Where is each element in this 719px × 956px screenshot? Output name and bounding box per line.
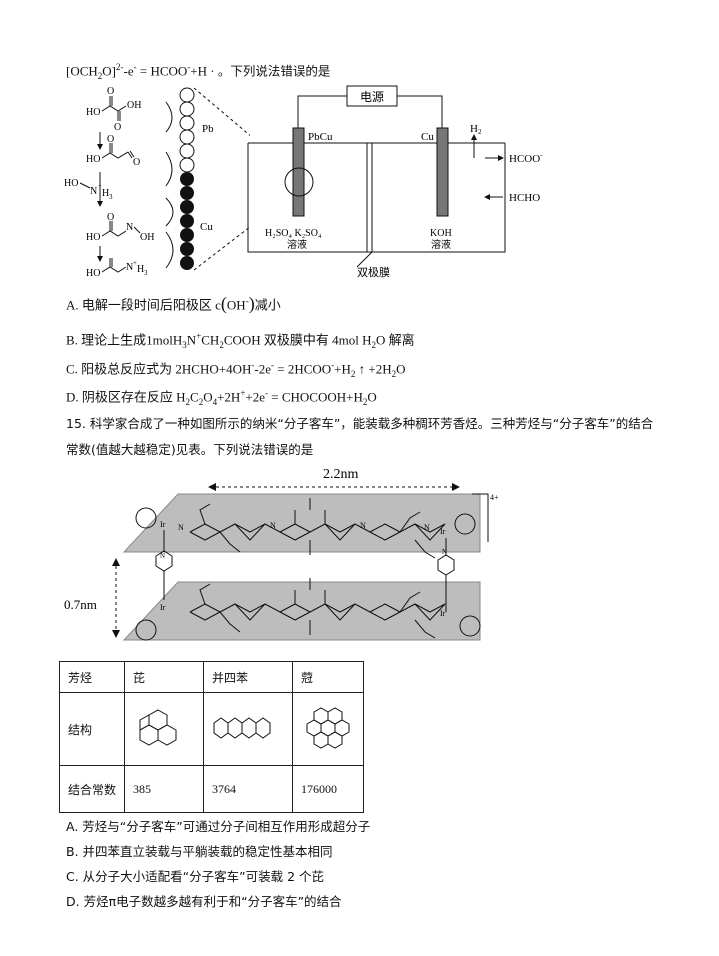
svg-text:N: N [442,548,447,556]
cu-cathode-label: Cu [421,131,434,143]
q15-option-a: A. 芳烃与“分子客车”可通过分子间相互作用形成超分子 [66,819,371,834]
q14-prompt: 。下列说法错误的是 [217,63,331,79]
cu-label: Cu [200,221,213,233]
pyrene-structure-icon [139,708,177,746]
svg-text:HO: HO [64,178,78,189]
coronene-structure-icon [306,706,350,749]
svg-text:O: O [107,86,114,97]
hcoo-label: HCOO- [509,151,543,165]
q14-option-a: A. 电解一段时间后阳极区 c(OH-)减小 [66,293,281,314]
svg-text:+: + [98,182,102,190]
hydroxylamine-molecule: HO N + H 3 [64,178,113,201]
svg-text:+: + [133,259,137,267]
svg-text:Ir: Ir [440,609,446,618]
right-solution-formula: KOH [430,228,452,239]
membrane-label: 双极膜 [357,265,390,279]
col-tetracene: 并四苯 [203,661,293,693]
svg-text:HO: HO [86,154,100,165]
svg-text:O: O [114,122,121,133]
upper-plane [122,493,481,553]
pbcu-electrode [292,127,305,217]
oxime-molecule: HO O N OH [86,212,154,243]
q15-stem-line2: 常数(值越大越稳定)见表。下列说法错误的是 [66,442,314,457]
svg-text:3: 3 [109,193,113,201]
cu-beads [180,172,194,270]
svg-text:N: N [360,521,366,530]
binding-constants-table: 芳烃 芘 并四苯 蒄 结构 [59,661,364,813]
col-pyrene: 芘 [124,661,204,693]
svg-text:3: 3 [144,269,148,277]
q15-option-b: B. 并四苯直立装载与平躺装载的稳定性基本相同 [66,844,333,859]
q14-option-b: B. 理论上生成1molH3N+CH2COOH 双极膜中有 4mol H2O 解… [66,331,415,350]
svg-text:HO: HO [86,232,100,243]
tetracene-structure-icon [213,716,271,739]
svg-text:N: N [126,222,133,233]
electrolytic-cell: 电源 双极膜 PbCu Cu H2 HCOO- HCHO H₂SO₄ K₂SO₄… [247,85,543,279]
glycine-molecule: HO N + H 3 [86,258,148,279]
width-dimension-label: 2.2nm [323,467,359,482]
svg-text:H: H [102,188,109,199]
q14-option-d: D. 阴极区存在反应 H2C2O4+2H++2e- = CHOCOOH+H2O [66,388,377,407]
glyoxylic-acid-molecule: HO O O [86,134,140,168]
svg-text:N: N [90,186,97,197]
left-solution-formula: H₂SO₄ K₂SO₄ [265,228,322,239]
svg-text:O: O [107,134,114,145]
svg-text:N: N [270,521,276,530]
svg-text:N: N [424,523,430,532]
pbcu-label: PbCu [308,131,333,143]
svg-text:N: N [178,523,184,532]
cu-electrode [436,127,449,217]
power-source-label: 电源 [360,90,384,104]
coronene-constant: 176000 [292,765,364,813]
q15-option-d: D. 芳烃π电子数越多越有利于和“分子客车”的结合 [66,894,342,909]
height-dimension-label: 0.7nm [64,597,97,612]
row-label-structure: 结构 [59,692,125,766]
lower-ligand [189,578,446,639]
row-label-aromatic: 芳烃 [59,661,125,693]
svg-text:H: H [137,264,144,275]
svg-text:OH: OH [140,232,154,243]
svg-text:N: N [126,262,133,273]
pb-beads [179,87,195,173]
svg-text:Ir: Ir [160,603,166,612]
pyrene-constant: 385 [124,765,204,813]
lower-plane [122,581,481,641]
svg-text:Ir: Ir [160,520,166,529]
tetracene-constant: 3764 [203,765,293,813]
q15-stem-line1: 15. 科学家合成了一种如图所示的纳米“分子客车”，能装载多种稠环芳香烃。三种芳… [66,416,654,431]
pb-label: Pb [202,123,214,135]
coronene-structure [292,692,364,766]
tetracene-structure [203,692,293,766]
svg-text:HO: HO [86,268,100,279]
col-coronene: 蒄 [292,661,364,693]
upper-ligand [189,498,446,559]
right-solution-label: 溶液 [431,238,451,251]
row-label-binding-constant: 结合常数 [59,765,125,813]
molecular-bus-figure: 2.2nm 4+ 0.7nm Ir Ir N N N N N N Ir Ir [64,467,499,641]
svg-text:Ir: Ir [440,527,446,536]
svg-text:O: O [107,212,114,223]
svg-text:OH: OH [127,100,141,111]
q15-option-c: C. 从分子大小适配看“分子客车”可装载 2 个芘 [66,869,325,884]
svg-text:O: O [133,157,140,168]
charge-label: 4+ [490,493,499,502]
pyrene-structure [124,692,204,766]
q14-option-c: C. 阳极总反应式为 2HCHO+4OH--2e- = 2HCOO-+H2 ↑ … [66,360,406,379]
q14-equation-line: [OCH2O]2--e- = HCOO-+H · 。下列说法错误的是 [66,62,331,81]
svg-text:N: N [160,552,165,560]
h2-label: H2 [470,123,482,136]
hcho-label: HCHO [509,192,540,204]
left-solution-label: 溶液 [287,238,307,251]
q14-electrode-scheme: HO O O OH HO O O HO N + H 3 HO O N OH HO [64,86,250,279]
oxalic-acid-molecule: HO O O OH [86,86,141,133]
svg-text:HO: HO [86,107,100,118]
